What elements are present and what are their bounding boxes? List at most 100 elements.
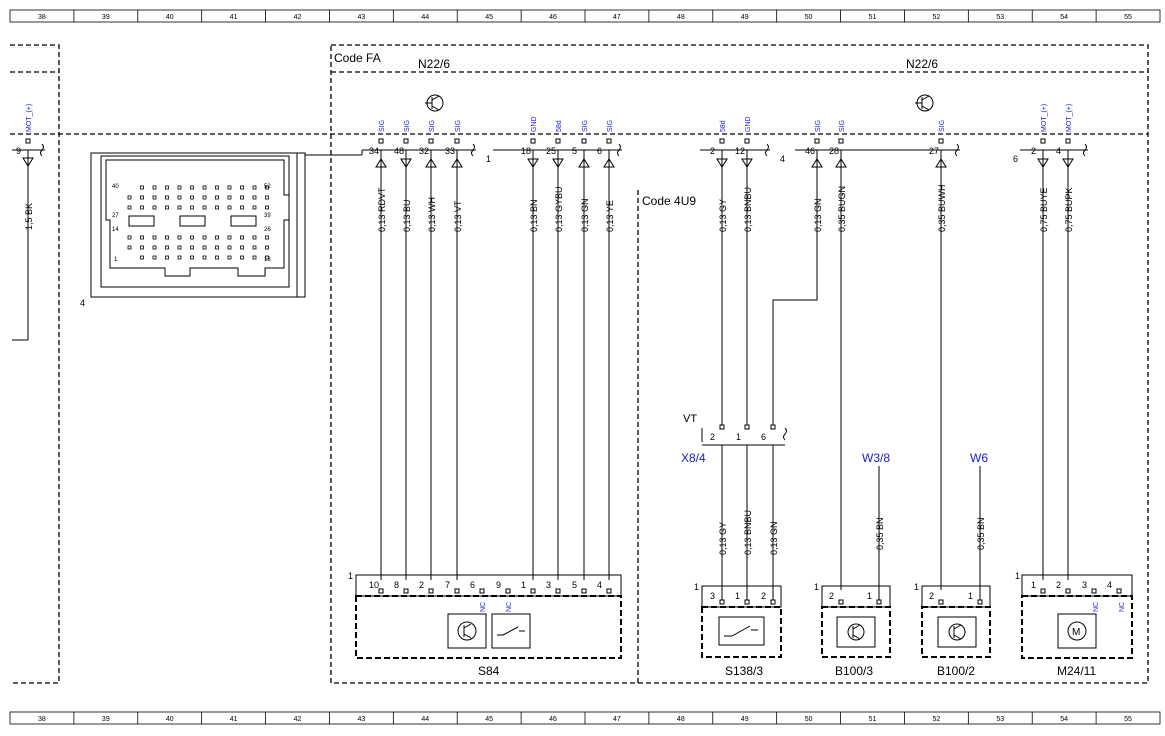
pin-number: 5 xyxy=(572,146,577,156)
face-pin-label: 13 xyxy=(264,257,271,263)
pin-number: 1 xyxy=(736,432,741,442)
svg-text:1: 1 xyxy=(814,582,819,592)
ground-ref-w3-8: W3/8 0,35 BN xyxy=(862,451,890,600)
svg-text:0,35 BN: 0,35 BN xyxy=(976,517,986,550)
signal-label: SIG xyxy=(815,120,822,132)
pin-number: 2 xyxy=(710,146,715,156)
ruler-label: 44 xyxy=(421,14,429,21)
wire-label: 0,75 BUPK xyxy=(1064,187,1074,232)
connector-body: 4 40 52 27 39 14 26 1 13 xyxy=(80,152,331,308)
arrow-down-icon xyxy=(400,158,412,168)
pin-number: 27 xyxy=(929,146,939,156)
wire-label: 0,13 GN xyxy=(580,198,590,232)
pin-number: 33 xyxy=(445,146,455,156)
wire-label: 0,75 BUYE xyxy=(1039,187,1049,232)
switch-icon xyxy=(718,616,765,646)
arrow-down-icon xyxy=(527,158,539,168)
pin-number: 2 xyxy=(1031,146,1036,156)
ruler-label: 43 xyxy=(357,14,365,21)
shield-icon xyxy=(955,143,959,157)
svg-text:NC: NC xyxy=(480,602,487,612)
arrow-down-icon xyxy=(716,158,728,168)
left-pin: MOT_(+) 9 1,5 BK xyxy=(12,104,45,341)
ref-x8-4: X8/4 xyxy=(681,451,706,465)
wire-label: 0,35 BUWH xyxy=(937,184,947,232)
pin-number: 4 xyxy=(1107,580,1112,590)
arrow-down-icon xyxy=(1062,158,1074,168)
pin-number: 5 xyxy=(572,580,577,590)
arrow-up-icon xyxy=(811,158,823,168)
ruler-label: 52 xyxy=(932,716,940,723)
arrow-down-icon xyxy=(1037,158,1049,168)
signal-label: SIG xyxy=(429,120,436,132)
shield-icon xyxy=(1083,143,1087,157)
ruler-label: 53 xyxy=(996,716,1004,723)
pin-number: 2 xyxy=(1056,580,1061,590)
ruler-label: 47 xyxy=(613,14,621,21)
pin-number: 48 xyxy=(394,146,404,156)
signal-label: SIG xyxy=(582,120,589,132)
arrow-down-icon xyxy=(552,158,564,168)
wire-label: 0,13 VT xyxy=(453,200,463,232)
top-pin: MOT_(+)20,75 BUYE xyxy=(1031,104,1049,580)
pin-number: 2 xyxy=(419,580,424,590)
ruler-label: 40 xyxy=(166,716,174,723)
pin-number: 18 xyxy=(521,146,531,156)
shield-icon xyxy=(471,143,475,157)
top-pin: SIG 5 0,13 GN xyxy=(572,120,590,580)
wire-label: 0,13 YE xyxy=(605,200,615,232)
pin-number: 3 xyxy=(546,580,551,590)
vt-connector: VT 2 1 6 X8/4 xyxy=(681,413,787,600)
signal-label: SIG xyxy=(939,120,946,132)
ruler-label: 52 xyxy=(932,14,940,21)
component-label: B100/3 xyxy=(835,664,873,678)
ruler-label: 45 xyxy=(485,716,493,723)
signal-label: SIG xyxy=(404,120,411,132)
ruler-label: 48 xyxy=(677,14,685,21)
signal-label: SIG xyxy=(379,120,386,132)
arrow-up-icon xyxy=(935,158,947,168)
ruler-label: 38 xyxy=(38,14,46,21)
ruler-label: 45 xyxy=(485,14,493,21)
pin-number: 2 xyxy=(829,591,834,601)
connector-face-outline xyxy=(105,159,290,277)
pin-number: 4 xyxy=(1056,146,1061,156)
svg-text:1: 1 xyxy=(694,582,699,592)
arrow-up-icon xyxy=(375,158,387,168)
group-label: 4 xyxy=(780,154,785,164)
ruler-label: 46 xyxy=(549,14,557,21)
face-pin-label: 40 xyxy=(112,184,119,190)
face-pin-label: 39 xyxy=(264,213,271,219)
pin-number: 2 xyxy=(710,432,715,442)
connector-number: 4 xyxy=(80,298,85,308)
transistor-icon xyxy=(915,94,934,112)
transistor-icon xyxy=(836,616,876,648)
shield-icon xyxy=(765,143,769,157)
shield-icon xyxy=(783,427,787,441)
pin-number: 2 xyxy=(929,591,934,601)
face-pin-label: 27 xyxy=(112,213,119,219)
pin-number: 9 xyxy=(496,580,501,590)
code-4u9-label: Code 4U9 xyxy=(642,194,696,208)
ruler-label: 54 xyxy=(1060,14,1068,21)
ruler-label: 39 xyxy=(102,14,110,21)
ruler-label: 44 xyxy=(421,716,429,723)
pin-number: 28 xyxy=(829,146,839,156)
shield-icon xyxy=(617,143,621,157)
face-pin-label: 1 xyxy=(114,257,118,263)
n22-6-label-left: N22/6 xyxy=(418,57,450,71)
signal-label: MOT_(+) xyxy=(1066,104,1073,132)
component-label: B100/2 xyxy=(937,664,975,678)
left-module-outline xyxy=(10,44,60,684)
component-label: M24/11 xyxy=(1057,664,1096,678)
